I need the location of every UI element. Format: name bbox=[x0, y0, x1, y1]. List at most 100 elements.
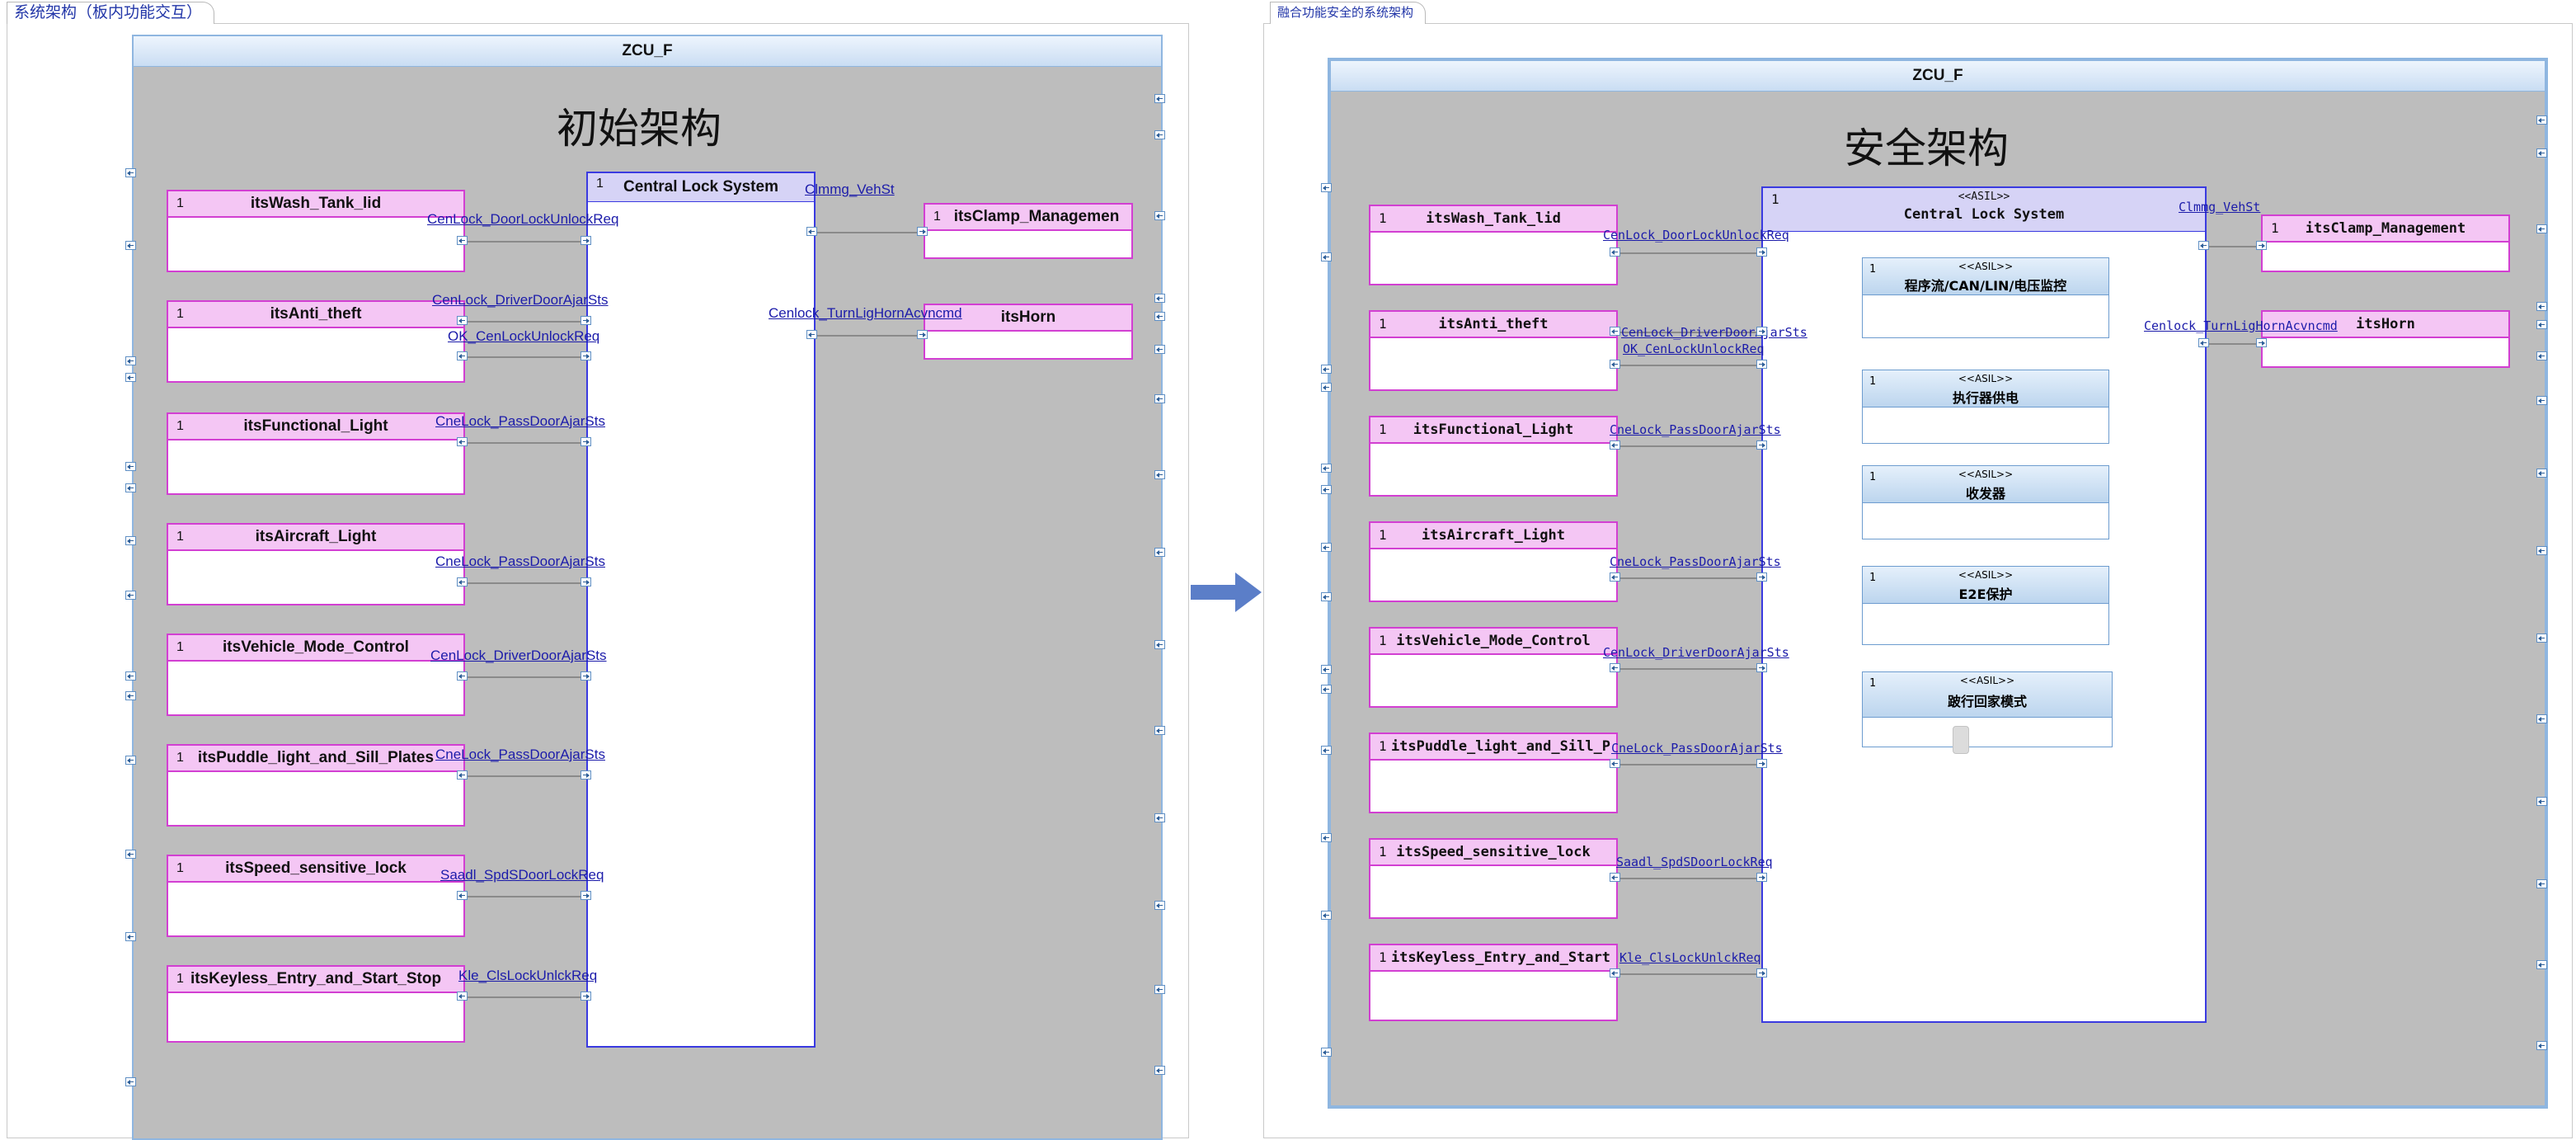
connector-label[interactable]: CneLock_PassDoorAjarSts bbox=[435, 554, 605, 569]
boundary-port-icon[interactable] bbox=[2536, 148, 2547, 158]
boundary-port-icon[interactable] bbox=[1321, 464, 1332, 473]
boundary-port-icon[interactable] bbox=[1154, 394, 1165, 403]
boundary-port-icon[interactable] bbox=[1154, 312, 1165, 321]
boundary-port-icon[interactable] bbox=[1154, 211, 1165, 220]
boundary-port-icon[interactable] bbox=[1154, 985, 1165, 994]
connector-label[interactable]: Clmmg_VehSt bbox=[2179, 200, 2261, 214]
boundary-port-icon[interactable] bbox=[125, 168, 136, 177]
boundary-port-icon[interactable] bbox=[1154, 130, 1165, 139]
port-icon[interactable] bbox=[1756, 360, 1767, 369]
boundary-port-icon[interactable] bbox=[125, 671, 136, 681]
boundary-port-icon[interactable] bbox=[125, 932, 136, 941]
port-icon[interactable] bbox=[457, 891, 468, 900]
boundary-port-icon[interactable] bbox=[125, 462, 136, 471]
connector-label[interactable]: CneLock_PassDoorAjarSts bbox=[435, 413, 605, 429]
boundary-port-icon[interactable] bbox=[1321, 685, 1332, 694]
port-icon[interactable] bbox=[1756, 663, 1767, 672]
connector-label[interactable]: CenLock_DriverDoorAjarSts bbox=[432, 292, 609, 308]
port-icon[interactable] bbox=[581, 351, 591, 360]
connector-label[interactable]: CenLock_DriverDoorAjarSts bbox=[1603, 645, 1789, 660]
port-icon[interactable] bbox=[581, 770, 591, 780]
connector-label[interactable]: Cenlock_TurnLigHornAcvncmd bbox=[769, 305, 962, 321]
connector-label[interactable]: CneLock_PassDoorAjarSts bbox=[1610, 422, 1781, 437]
port-icon[interactable] bbox=[2198, 338, 2209, 347]
boundary-port-icon[interactable] bbox=[1154, 470, 1165, 479]
boundary-port-icon[interactable] bbox=[125, 241, 136, 250]
boundary-port-icon[interactable] bbox=[1154, 548, 1165, 557]
port-icon[interactable] bbox=[1756, 968, 1767, 977]
connector-label[interactable]: CenLock_DoorLockUnlockReq bbox=[1603, 228, 1789, 243]
connector-label[interactable]: CenLock_DriverDoorAjarSts bbox=[430, 648, 607, 663]
boundary-port-icon[interactable] bbox=[2536, 960, 2547, 969]
connector-label[interactable]: Kle_ClsLockUnlckReq bbox=[458, 968, 598, 983]
port-icon[interactable] bbox=[1610, 360, 1620, 369]
boundary-port-icon[interactable] bbox=[125, 691, 136, 700]
boundary-port-icon[interactable] bbox=[1321, 383, 1332, 392]
boundary-port-icon[interactable] bbox=[2536, 546, 2547, 555]
port-icon[interactable] bbox=[457, 351, 468, 360]
port-icon[interactable] bbox=[1610, 873, 1620, 882]
boundary-port-icon[interactable] bbox=[1321, 833, 1332, 842]
port-icon[interactable] bbox=[581, 577, 591, 586]
port-icon[interactable] bbox=[457, 316, 468, 325]
boundary-port-icon[interactable] bbox=[1321, 665, 1332, 674]
port-icon[interactable] bbox=[1610, 327, 1620, 336]
connector-label[interactable]: Clmmg_VehSt bbox=[805, 181, 895, 197]
connector-label[interactable]: CneLock_PassDoorAjarSts bbox=[1611, 741, 1783, 756]
part-block[interactable]: itsHorn bbox=[924, 304, 1133, 360]
port-icon[interactable] bbox=[581, 316, 591, 325]
port-icon[interactable] bbox=[806, 227, 817, 236]
boundary-port-icon[interactable] bbox=[1321, 1048, 1332, 1057]
port-icon[interactable] bbox=[806, 330, 817, 339]
port-icon[interactable] bbox=[457, 236, 468, 245]
connector-label[interactable]: OK_CenLockUnlockReq bbox=[448, 328, 600, 344]
port-icon[interactable] bbox=[1610, 572, 1620, 582]
connector-label[interactable]: CneLock_PassDoorAjarSts bbox=[1610, 554, 1781, 569]
boundary-port-icon[interactable] bbox=[1154, 726, 1165, 735]
boundary-port-icon[interactable] bbox=[2536, 797, 2547, 806]
port-icon[interactable] bbox=[2256, 338, 2267, 347]
asil-block[interactable]: 1<<ASIL>>程序流/CAN/LIN/电压监控 bbox=[1862, 257, 2109, 338]
boundary-port-icon[interactable] bbox=[1154, 294, 1165, 303]
port-icon[interactable] bbox=[457, 770, 468, 780]
boundary-port-icon[interactable] bbox=[125, 373, 136, 382]
boundary-port-icon[interactable] bbox=[125, 536, 136, 545]
boundary-port-icon[interactable] bbox=[1321, 911, 1332, 920]
boundary-port-icon[interactable] bbox=[125, 850, 136, 859]
boundary-port-icon[interactable] bbox=[1321, 543, 1332, 552]
boundary-port-icon[interactable] bbox=[1154, 345, 1165, 354]
central-lock-system-block[interactable]: 1 Central Lock System bbox=[586, 172, 816, 1048]
boundary-port-icon[interactable] bbox=[2536, 115, 2547, 125]
boundary-port-icon[interactable] bbox=[2536, 469, 2547, 478]
asil-block[interactable]: 1<<ASIL>>执行器供电 bbox=[1862, 370, 2109, 444]
port-icon[interactable] bbox=[1756, 440, 1767, 450]
boundary-port-icon[interactable] bbox=[2536, 351, 2547, 360]
connector-label[interactable]: CenLock_DriverDoorAjarSts bbox=[1621, 325, 1807, 340]
asil-block[interactable]: 1<<ASIL>>收发器 bbox=[1862, 465, 2109, 539]
port-icon[interactable] bbox=[1610, 440, 1620, 450]
connector-label[interactable]: OK_CenLockUnlockReq bbox=[1623, 342, 1765, 356]
boundary-port-icon[interactable] bbox=[2536, 320, 2547, 329]
port-icon[interactable] bbox=[581, 671, 591, 681]
port-icon[interactable] bbox=[1610, 663, 1620, 672]
boundary-port-icon[interactable] bbox=[2536, 714, 2547, 723]
port-icon[interactable] bbox=[1756, 247, 1767, 257]
port-icon[interactable] bbox=[581, 992, 591, 1001]
boundary-port-icon[interactable] bbox=[1154, 1066, 1165, 1075]
port-icon[interactable] bbox=[1610, 759, 1620, 768]
port-icon[interactable] bbox=[457, 437, 468, 446]
